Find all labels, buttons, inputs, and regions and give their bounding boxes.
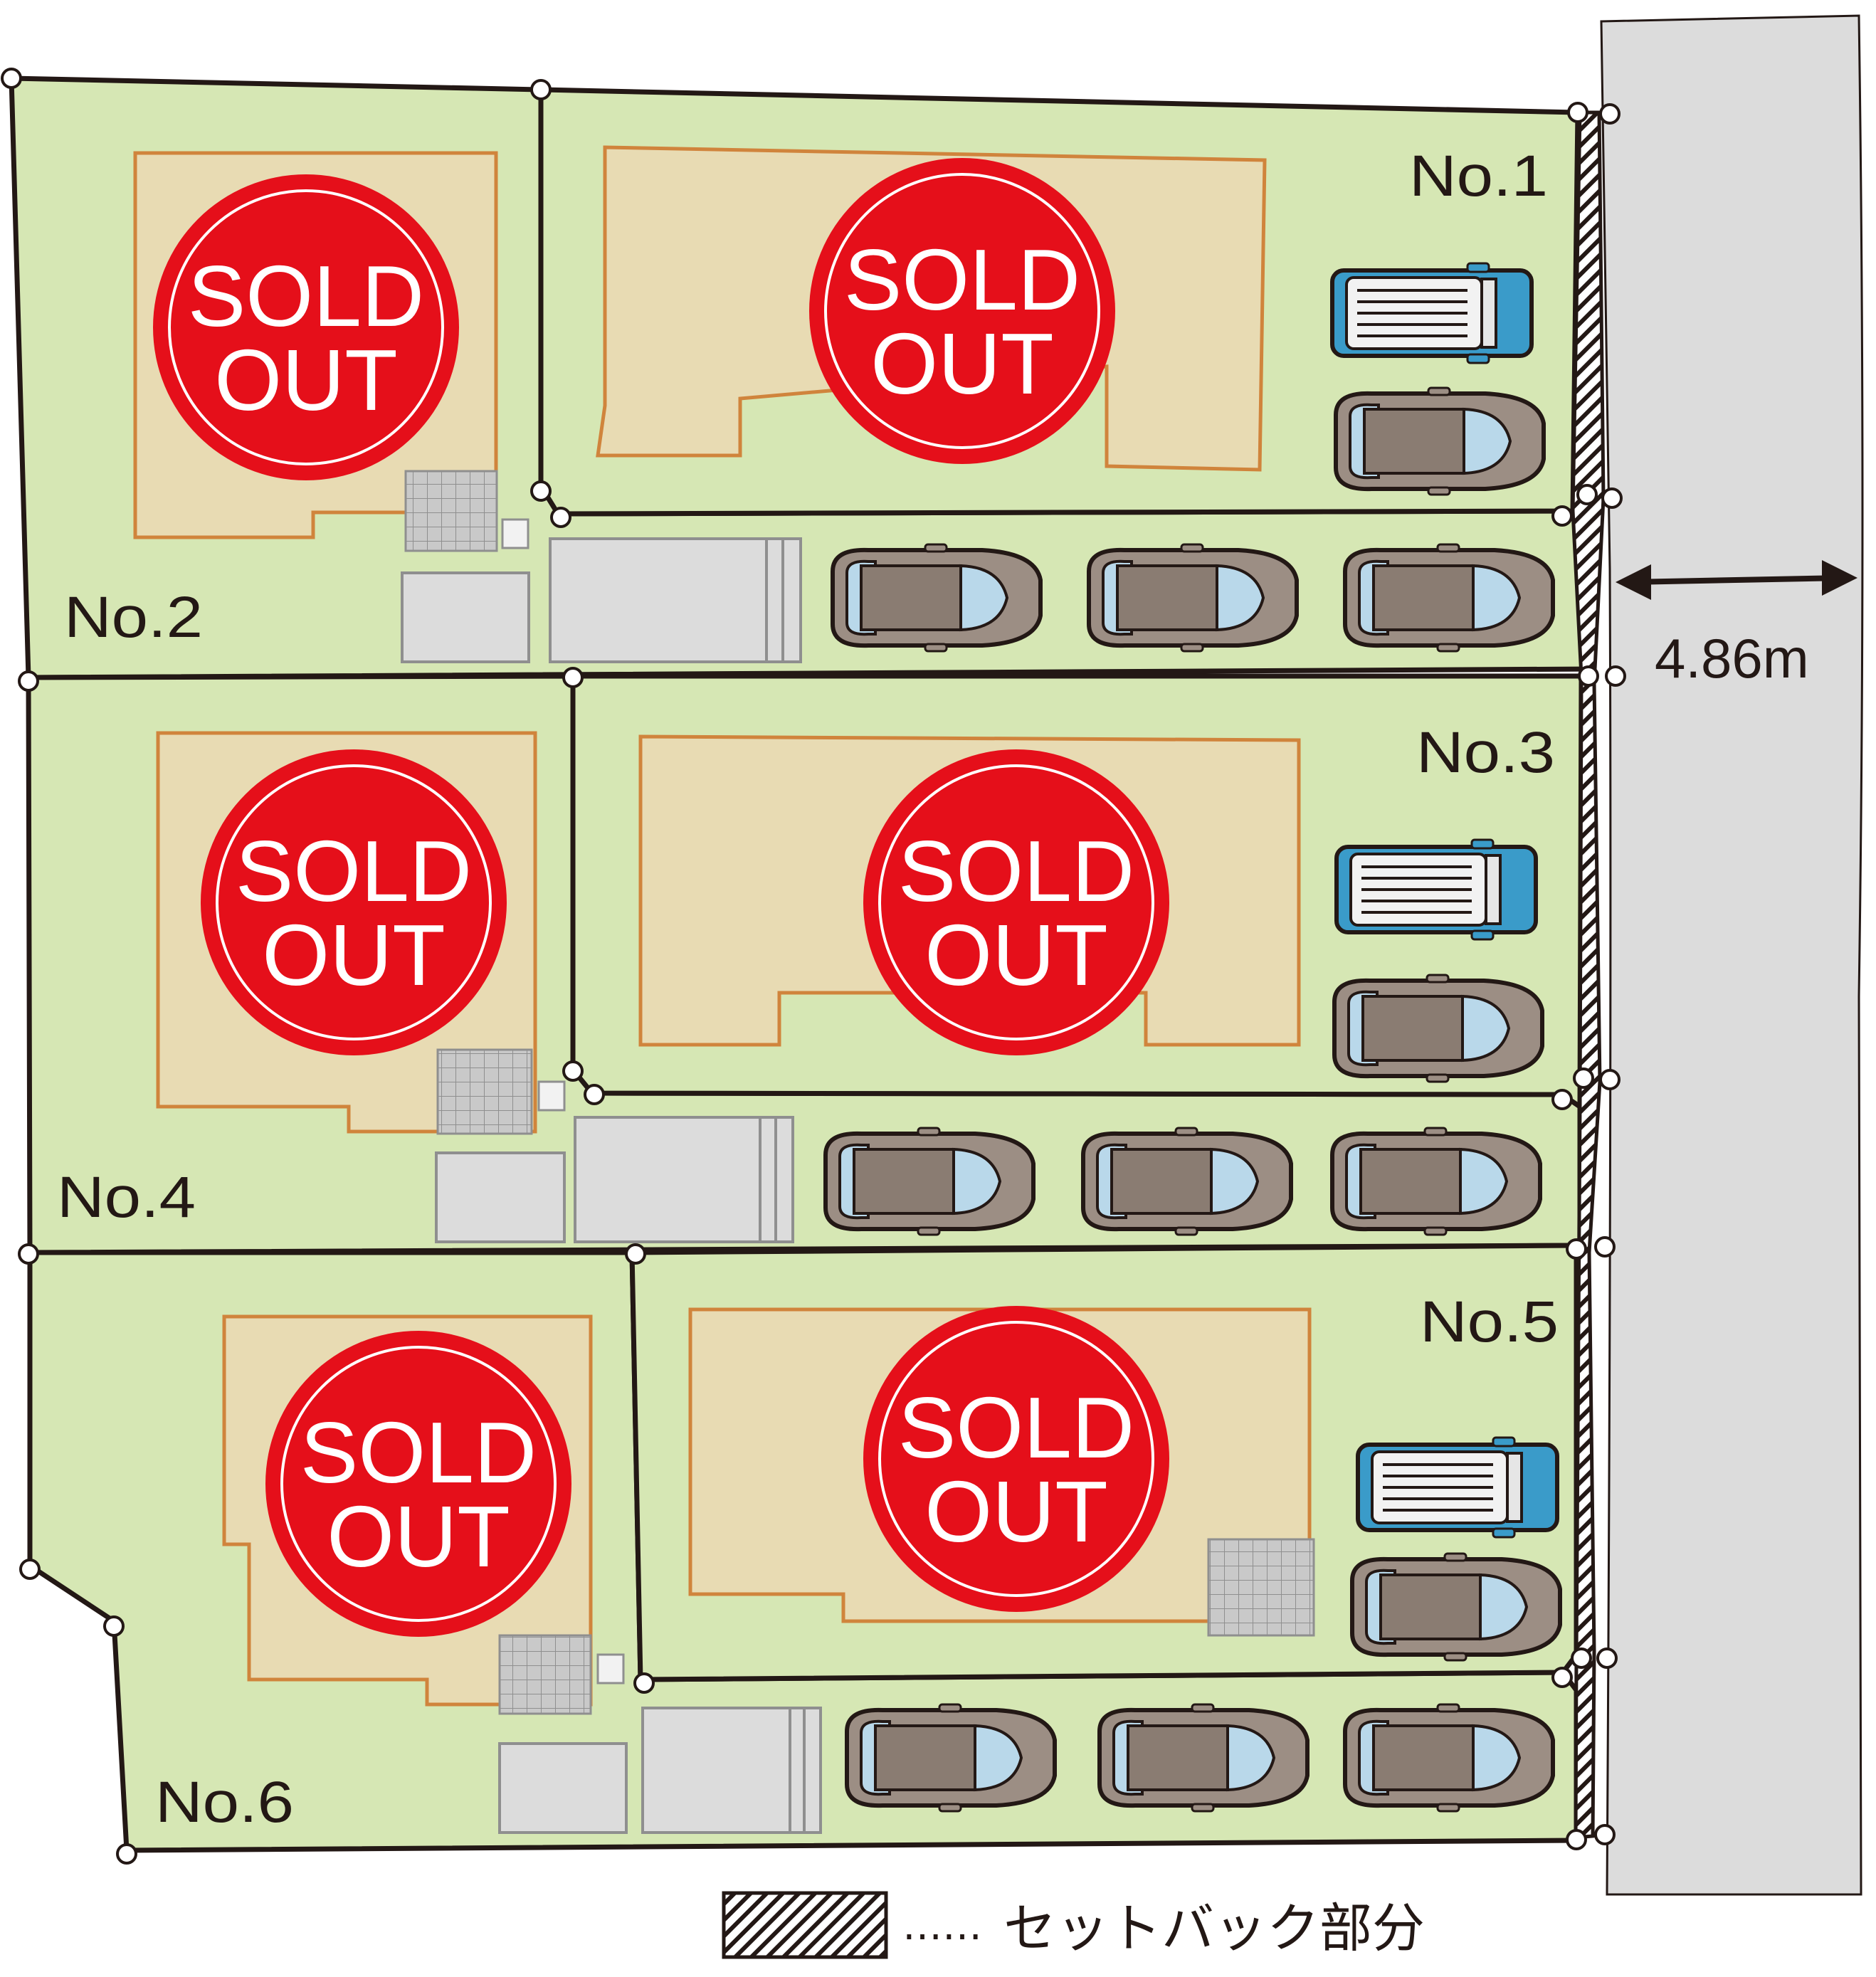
sold-out-badge-4: SOLD OUT	[201, 749, 507, 1055]
car-sedan-lot-4c	[1332, 1128, 1540, 1235]
lot-label-2: No.2	[64, 585, 203, 650]
sold-out-badge-5: SOLD OUT	[863, 1306, 1169, 1612]
car-sedan-lot-6c	[1345, 1704, 1553, 1811]
car-sedan-lot-1	[1336, 388, 1544, 495]
sold-out-badge-2: SOLD OUT	[153, 174, 459, 480]
sold-label-6a: SOLD	[300, 1404, 537, 1501]
lot-label-3: No.3	[1416, 720, 1555, 785]
utility-box-6	[596, 1653, 625, 1685]
car-suv-lot-3	[1337, 840, 1536, 939]
car-sedan-lot-6a	[847, 1704, 1055, 1811]
legend-label: セットバック部分	[1003, 1898, 1425, 1959]
sold-label-3b: OUT	[924, 907, 1108, 1003]
terrace-5	[1207, 1538, 1315, 1637]
sold-label-6b: OUT	[327, 1488, 510, 1585]
sold-label-1a: SOLD	[844, 231, 1080, 328]
sold-label-5a: SOLD	[898, 1379, 1134, 1476]
sold-label-2b: OUT	[214, 332, 398, 428]
sold-label-1b: OUT	[870, 315, 1054, 412]
car-suv-lot-5	[1358, 1438, 1557, 1537]
legend-hatch-swatch	[722, 1891, 888, 1959]
boundary-markers	[1, 68, 1626, 1865]
paved-areas	[401, 537, 822, 1834]
terrace-2	[404, 470, 498, 552]
terrace-6	[498, 1634, 592, 1715]
setback-strip	[1571, 110, 1606, 1840]
utility-box-2	[501, 518, 529, 549]
utility-box-4	[537, 1080, 566, 1112]
sold-label-2a: SOLD	[188, 248, 424, 344]
sold-label-4a: SOLD	[236, 823, 472, 919]
sold-label-4b: OUT	[262, 907, 446, 1003]
car-suv-lot-1	[1332, 263, 1532, 363]
road	[1600, 14, 1864, 1896]
lot-label-6: No.6	[155, 1770, 294, 1835]
car-sedan-lot-2b	[1089, 544, 1297, 651]
car-sedan-lot-6b	[1100, 1704, 1307, 1811]
car-sedan-lot-5	[1352, 1554, 1560, 1660]
car-sedan-lot-2c	[1345, 544, 1553, 651]
sold-label-3a: SOLD	[898, 823, 1134, 919]
lot-label-1: No.1	[1409, 144, 1548, 209]
sold-out-badge-1: SOLD OUT	[809, 158, 1115, 464]
lot-label-5: No.5	[1420, 1290, 1559, 1354]
lot-label-4: No.4	[57, 1165, 196, 1230]
sold-out-badge-3: SOLD OUT	[863, 749, 1169, 1055]
road-width-dimension	[1616, 560, 1857, 600]
sold-out-badge-6: SOLD OUT	[265, 1331, 571, 1637]
car-sedan-lot-4b	[1083, 1128, 1291, 1235]
terrace-4	[436, 1048, 533, 1135]
car-sedan-lot-2a	[833, 544, 1040, 651]
car-sedan-lot-3	[1334, 975, 1542, 1082]
sold-label-5b: OUT	[924, 1463, 1108, 1560]
car-sedan-lot-4a	[826, 1128, 1033, 1235]
legend-dots: ……	[902, 1903, 982, 1949]
road-width-label: 4.86m	[1655, 627, 1809, 690]
